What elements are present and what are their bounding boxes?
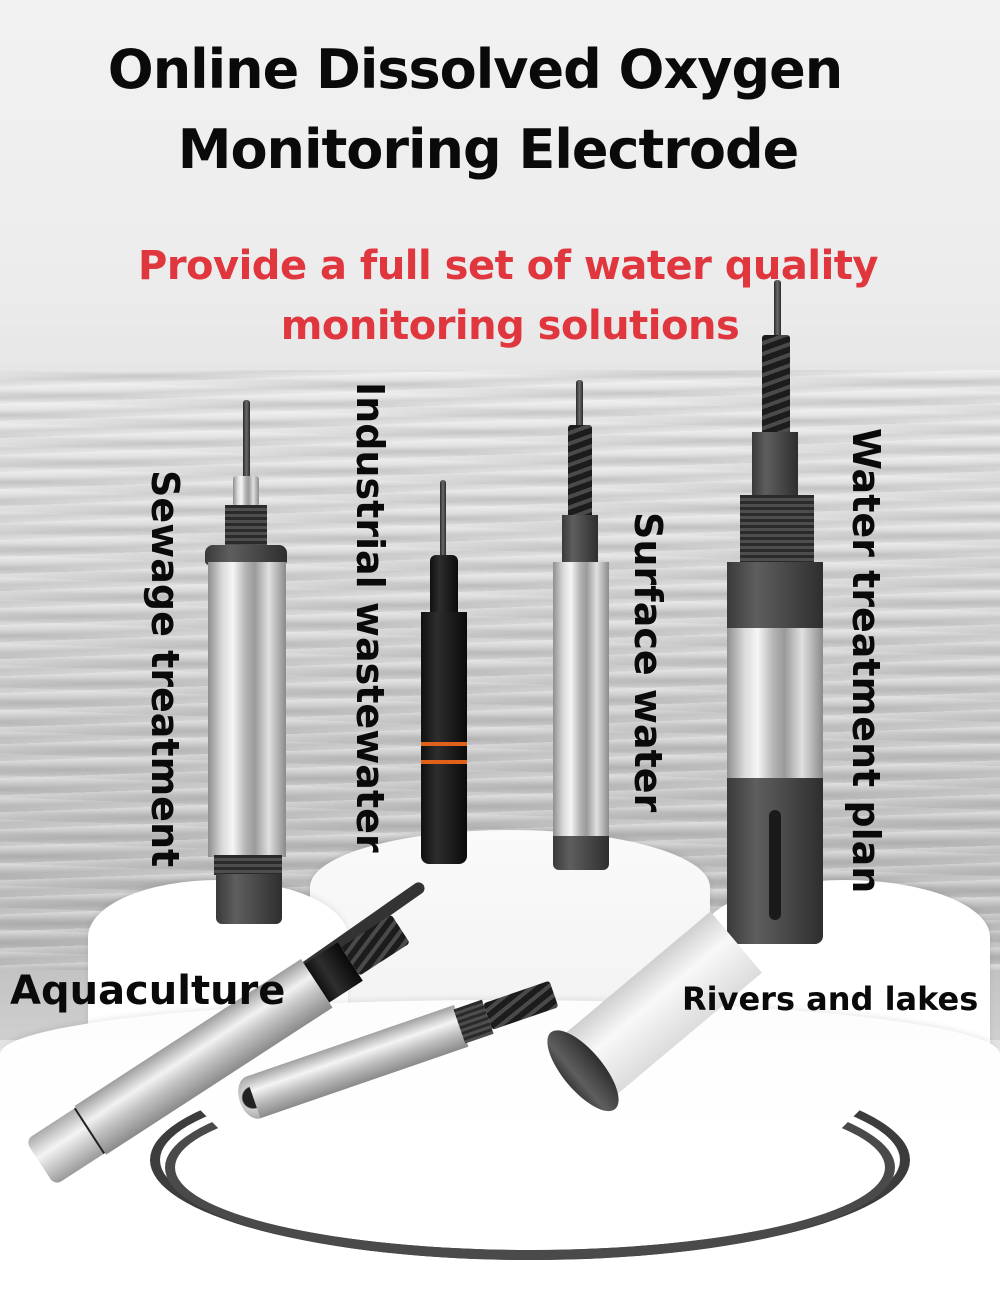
page-title-line-1: Online Dissolved Oxygen	[107, 38, 843, 101]
label-sewage-treatment: Sewage treatment	[143, 470, 187, 868]
label-rivers-and-lakes: Rivers and lakes	[682, 980, 979, 1018]
subtitle-line-1: Provide a full set of water quality	[138, 243, 879, 289]
label-aquaculture: Aquaculture	[10, 968, 286, 1014]
label-surface-water: Surface water	[626, 512, 670, 813]
subtitle-line-2: monitoring solutions	[280, 303, 740, 349]
label-water-treatment-plant: Water treatment plan	[844, 428, 888, 894]
page-title-line-2: Monitoring Electrode	[177, 118, 800, 181]
label-industrial-wastewater: Industrial wastewater	[348, 382, 392, 853]
